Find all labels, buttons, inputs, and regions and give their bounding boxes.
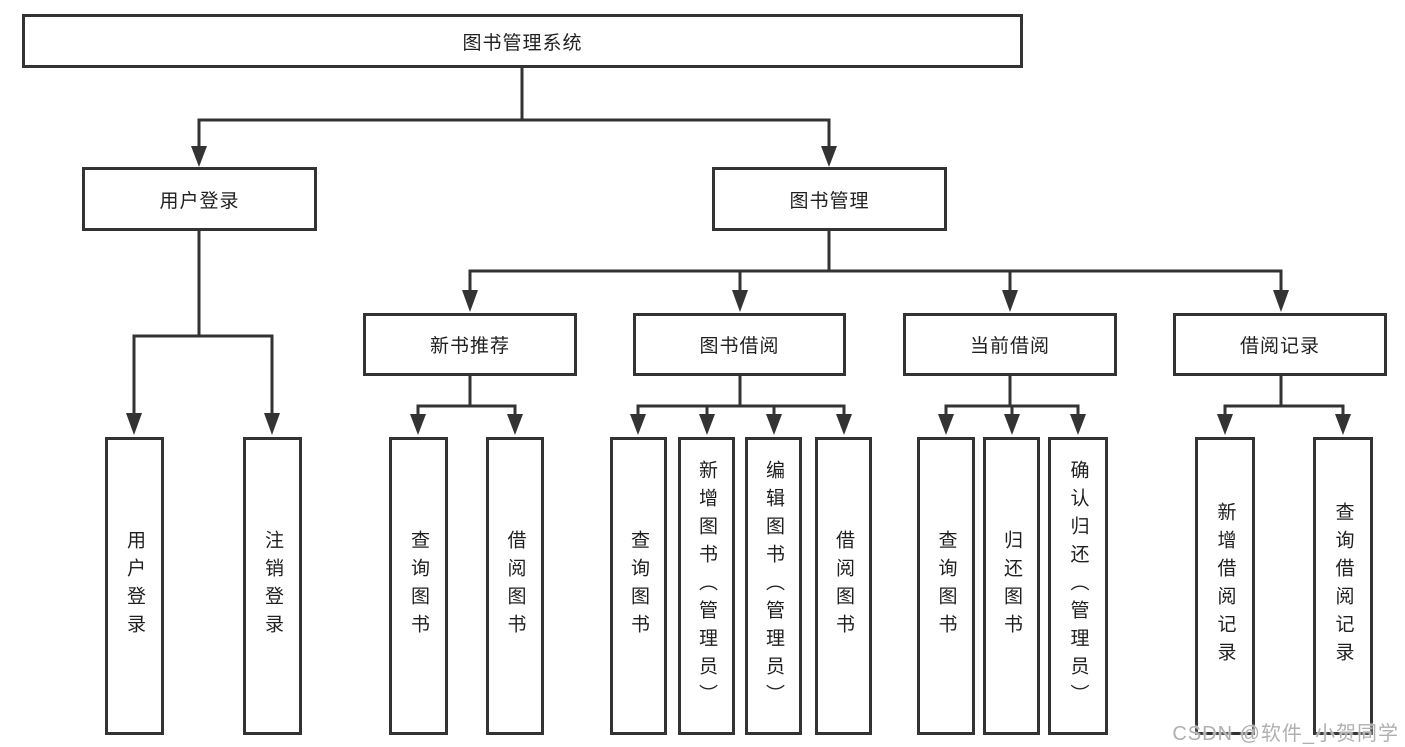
node-borrow-records-label: 借阅记录 [1239,336,1320,357]
node-user-login-label: 用户登录 [159,190,240,212]
leaf-user-login: 用户登录 [105,437,164,735]
edge-book-borrow-to-leaves [630,373,852,435]
node-current-borrow-label: 当前借阅 [969,336,1050,357]
leaf-add-borrow-record: 新增借阅记录 [1195,437,1255,735]
leaf-edit-books-admin-label: 编辑图书（管理员） [763,460,784,712]
leaf-query-books-1-label: 查询图书 [408,530,429,642]
node-book-borrow-label: 图书借阅 [699,336,780,357]
node-root: 图书管理系统 [22,14,1023,68]
leaf-edit-books-admin: 编辑图书（管理员） [745,437,802,735]
leaf-query-books-3-label: 查询图书 [935,530,957,642]
leaf-query-borrow-record-label: 查询借阅记录 [1332,502,1354,670]
leaf-query-borrow-record: 查询借阅记录 [1313,437,1373,735]
leaf-add-books-admin: 新增图书（管理员） [678,437,735,735]
edge-user-login-to-leaves [126,229,280,435]
node-current-borrow: 当前借阅 [903,313,1117,376]
leaf-return-books: 归还图书 [983,437,1040,735]
node-borrow-records: 借阅记录 [1173,313,1387,376]
edge-borrow-records-to-leaves [1217,373,1351,435]
leaf-query-books-2: 查询图书 [610,437,667,735]
edge-root-to-level2 [191,65,837,167]
leaf-return-books-label: 归还图书 [1001,530,1022,642]
leaf-confirm-return-admin: 确认归还（管理员） [1048,437,1108,735]
leaf-user-login-label: 用户登录 [124,530,145,642]
leaf-confirm-return-admin-label: 确认归还（管理员） [1067,460,1089,712]
edge-book-mgmt-to-level3 [462,229,1289,312]
leaf-borrow-books-2: 借阅图书 [815,437,872,735]
leaf-query-books-3: 查询图书 [917,437,975,735]
node-new-book-rec-label: 新书推荐 [429,336,510,357]
csdn-watermark: CSDN @软件_小贺同学 [1172,723,1399,745]
edge-current-borrow-to-leaves [938,373,1086,435]
leaf-query-books-2-label: 查询图书 [628,530,649,642]
leaf-add-borrow-record-label: 新增借阅记录 [1214,502,1236,670]
leaf-add-books-admin-label: 新增图书（管理员） [696,460,717,712]
node-user-login: 用户登录 [82,167,317,231]
node-book-mgmt: 图书管理 [712,167,947,231]
node-new-book-rec: 新书推荐 [363,313,577,376]
node-book-borrow: 图书借阅 [633,313,846,376]
leaf-borrow-books-1: 借阅图书 [486,437,544,735]
leaf-query-books-1: 查询图书 [389,437,448,735]
node-root-label: 图书管理系统 [462,32,583,54]
edge-new-book-rec-to-leaves [410,373,523,435]
leaf-borrow-books-1-label: 借阅图书 [504,530,526,642]
leaf-borrow-books-2-label: 借阅图书 [833,530,854,642]
node-book-mgmt-label: 图书管理 [789,190,870,212]
leaf-logout: 注销登录 [243,437,302,735]
leaf-logout-label: 注销登录 [262,530,283,642]
